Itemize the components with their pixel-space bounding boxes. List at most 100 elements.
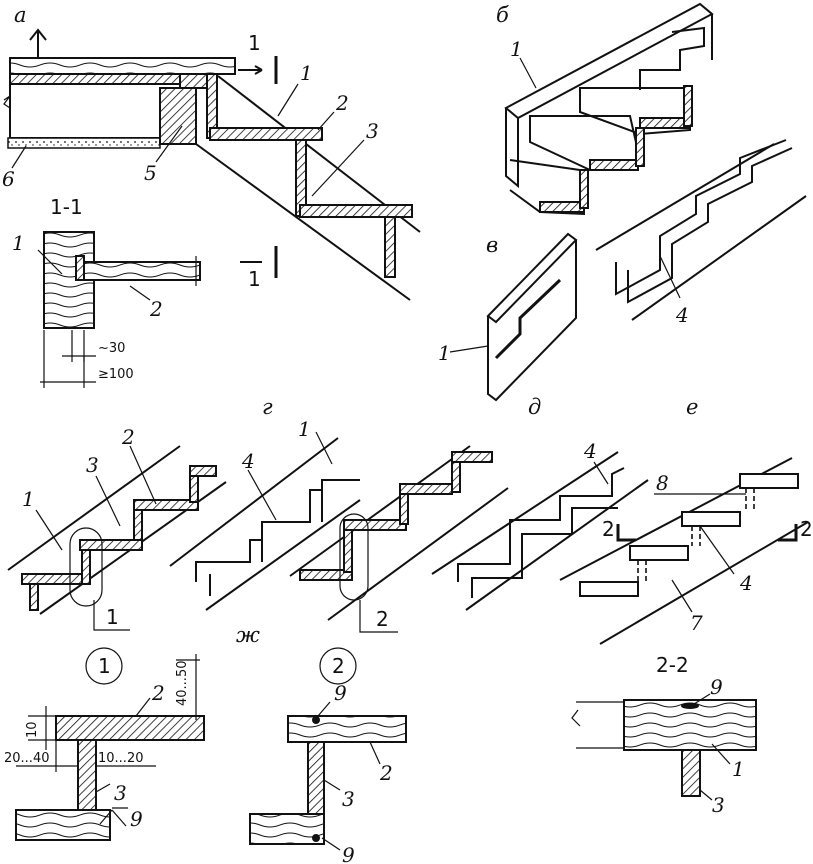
dim-20-40-label: 20...40 (4, 751, 49, 766)
cut-label-2-right: 2 (800, 517, 813, 541)
tread (299, 204, 413, 218)
section-arrow (238, 65, 263, 75)
tread-edge (639, 117, 691, 129)
leader (593, 461, 609, 485)
leader (311, 139, 365, 197)
label-zh: ж (236, 623, 260, 647)
panel-a (3, 28, 421, 301)
tread-edge (589, 159, 639, 171)
tread (509, 159, 586, 216)
callout-7: 7 (690, 611, 703, 635)
label-v: в (486, 233, 498, 257)
dowels (637, 488, 755, 582)
nail-leaders (99, 807, 128, 827)
label-e: е (686, 395, 698, 419)
leader (317, 701, 331, 717)
leader-4 (699, 525, 735, 575)
detail-leader (93, 600, 130, 631)
riser (635, 127, 645, 167)
callout-2: 2 (151, 681, 165, 705)
callout-1: 1 (22, 487, 35, 511)
cut-label-1-top: 1 (248, 31, 261, 55)
section-mark-right (778, 524, 798, 542)
tread (451, 451, 493, 463)
callout-3: 3 (712, 793, 725, 817)
leader (247, 469, 277, 521)
stringer-side (505, 108, 519, 189)
leader (693, 693, 711, 705)
leader (449, 345, 489, 353)
tread (189, 465, 217, 477)
load-arrow (29, 28, 47, 58)
label-d: д (528, 395, 541, 419)
leader (659, 255, 681, 299)
dim-approx30: ~30 (98, 341, 125, 356)
tread (21, 573, 83, 585)
dim-40-50 (176, 654, 200, 720)
stringer-bottom (195, 143, 411, 301)
tread (55, 715, 205, 741)
floor-board (9, 57, 236, 75)
section-2-2 (571, 693, 757, 801)
leader (315, 431, 333, 465)
callout-1: 1 (298, 417, 311, 441)
detail-1 (15, 647, 205, 841)
riser (77, 739, 97, 811)
panel-d (289, 431, 649, 633)
callout-4: 4 (583, 439, 597, 463)
leader (135, 697, 151, 717)
riser-section (681, 749, 701, 797)
section-mark-left (616, 524, 636, 542)
tread (287, 715, 407, 743)
dim-40-50-label: 40...50 (175, 661, 190, 706)
step-profile (457, 467, 625, 598)
stringer-face (486, 232, 578, 324)
label-g: г (262, 395, 273, 419)
tread (579, 87, 691, 136)
callout-1: 1 (510, 37, 523, 61)
detail-circle (69, 527, 103, 607)
tread (209, 127, 323, 141)
nail (312, 716, 320, 724)
panel-v (449, 139, 807, 402)
tread (299, 569, 353, 581)
leader (699, 789, 713, 801)
detail-marker (319, 647, 357, 685)
detail-2 (249, 647, 407, 851)
lower-tread (15, 809, 111, 841)
detail-number-2: 2 (332, 654, 345, 678)
callout-9: 9 (130, 807, 143, 831)
detail-leader (359, 600, 398, 633)
detail-ref-2: 2 (376, 607, 389, 631)
floor-joist-top (9, 73, 181, 85)
leader (323, 779, 341, 791)
dim-10 (28, 706, 56, 750)
dim-30 (62, 330, 96, 362)
stringer-outline (595, 143, 807, 321)
groove (75, 255, 85, 281)
ceiling-plaster (7, 137, 161, 149)
dim-100 (40, 330, 96, 388)
callout-9: 9 (710, 675, 723, 699)
callout-5: 5 (144, 161, 157, 185)
callout-3: 3 (366, 119, 379, 143)
cut-label-2-left: 2 (602, 517, 615, 541)
extension-lines (571, 701, 624, 749)
panel-g (7, 437, 361, 631)
cut-label-1-bottom: 1 (248, 267, 261, 291)
callout-2: 2 (335, 91, 349, 115)
detail-ref-1: 1 (106, 605, 119, 629)
leader (317, 111, 335, 131)
callout-1: 1 (12, 231, 25, 255)
leader-7 (671, 579, 693, 613)
callout-9: 9 (342, 843, 355, 864)
stringer-lines (289, 445, 509, 621)
leader (711, 743, 731, 765)
panel-e (559, 457, 809, 645)
callout-4: 4 (739, 571, 753, 595)
tread (343, 519, 407, 531)
detail-circle (339, 513, 369, 601)
riser (81, 545, 91, 585)
callout-2: 2 (121, 425, 135, 449)
